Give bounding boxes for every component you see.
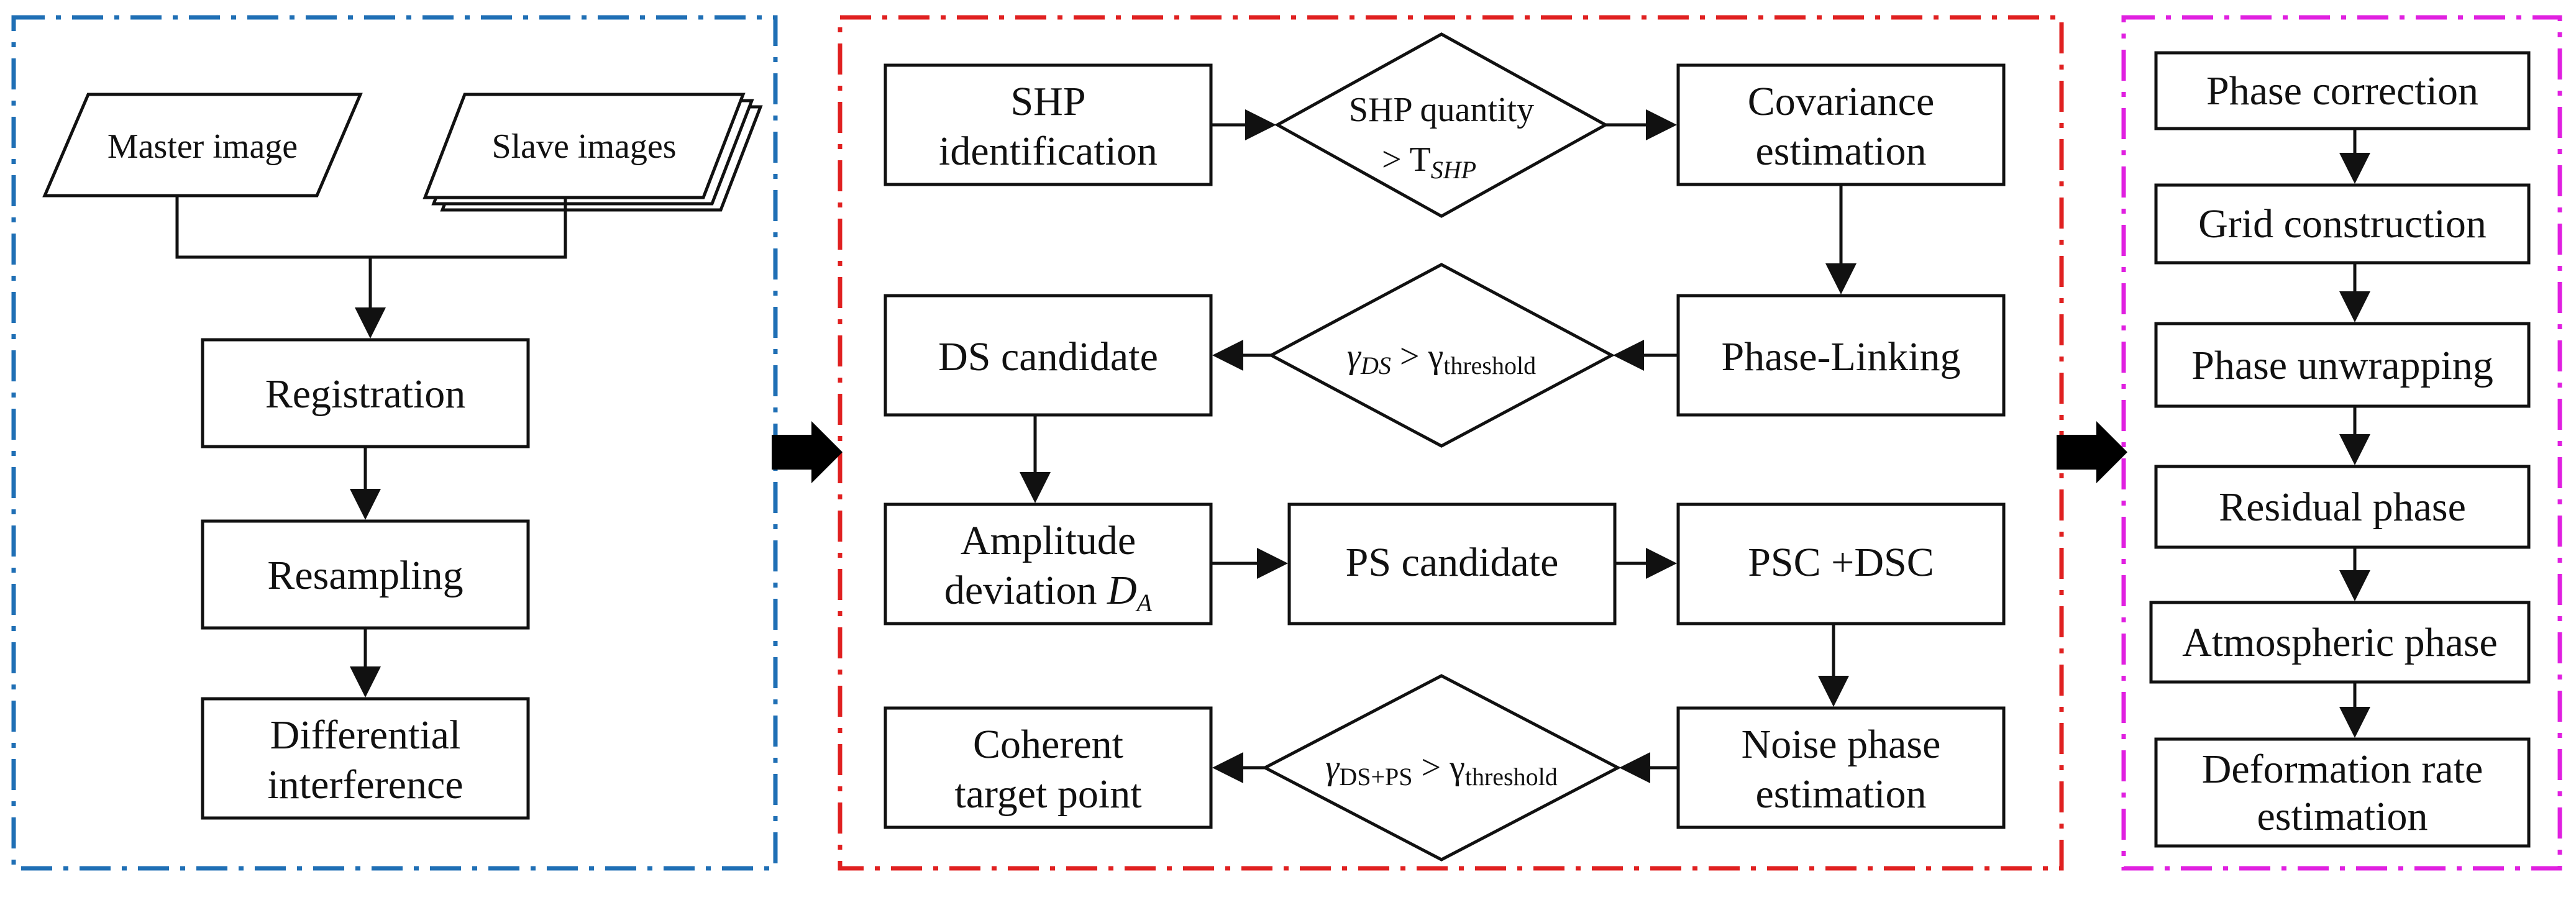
phase-linking-node: Phase-Linking bbox=[1676, 294, 2006, 417]
shp-quantity-decision: SHP quantity > TSHP bbox=[1274, 32, 1609, 218]
master-image-label: Master image bbox=[107, 127, 298, 166]
atmospheric-phase-label: Atmospheric phase bbox=[2182, 620, 2498, 665]
grid-construction-node: Grid construction bbox=[2154, 183, 2531, 265]
deformation-label-line1: Deformation rate bbox=[2202, 747, 2483, 792]
covariance-estimation-node: Covariance estimation bbox=[1676, 63, 2006, 186]
differential-label-line1: Differential bbox=[270, 712, 461, 758]
differential-interference-node: Differential interference bbox=[201, 697, 530, 820]
shp-condition-line2: > TSHP bbox=[1382, 140, 1476, 184]
shp-label-line1: SHP bbox=[1010, 79, 1085, 124]
master-image-node: Master image bbox=[42, 93, 363, 198]
differential-label-line2: interference bbox=[267, 762, 463, 807]
atmospheric-phase-node: Atmospheric phase bbox=[2149, 601, 2531, 684]
amplitude-sub: A bbox=[1135, 589, 1153, 617]
resampling-node: Resampling bbox=[201, 519, 530, 630]
phase-unwrapping-label: Phase unwrapping bbox=[2191, 343, 2493, 388]
noise-phase-estimation-node: Noise phase estimation bbox=[1676, 706, 2006, 829]
registration-node: Registration bbox=[201, 338, 530, 448]
ps-candidate-node: PS candidate bbox=[1287, 502, 1617, 625]
ds-cond-thr: threshold bbox=[1443, 352, 1536, 380]
noise-label-line2: estimation bbox=[1756, 771, 1927, 817]
block-arrow-2 bbox=[2057, 421, 2127, 483]
block-arrow-1 bbox=[772, 421, 843, 483]
residual-phase-node: Residual phase bbox=[2154, 465, 2531, 549]
coherent-target-point-node: Coherent target point bbox=[884, 706, 1213, 829]
shp-condition-line1: SHP quantity bbox=[1349, 91, 1534, 129]
registration-label: Registration bbox=[265, 371, 466, 417]
covariance-label-line2: estimation bbox=[1756, 129, 1927, 174]
panel-processing-frame bbox=[2121, 15, 2562, 871]
amplitude-deviation-word: deviation bbox=[944, 568, 1107, 613]
covariance-label-line1: Covariance bbox=[1748, 79, 1935, 124]
noise-label-line1: Noise phase bbox=[1742, 722, 1941, 767]
ds-cond-gt: > γ bbox=[1391, 337, 1443, 376]
coh-cond-gt: > γ bbox=[1413, 748, 1465, 787]
phase-correction-label: Phase correction bbox=[2206, 68, 2478, 114]
amplitude-deviation-node: Amplitude deviation DA bbox=[884, 502, 1213, 625]
ds-threshold-decision: γDS > γthreshold bbox=[1267, 263, 1615, 448]
coherence-condition-text: γDS+PS > γthreshold bbox=[1325, 748, 1557, 791]
psc-dsc-node: PSC +DSC bbox=[1676, 502, 2006, 625]
coh-cond-thr: threshold bbox=[1465, 763, 1558, 791]
phase-linking-label: Phase-Linking bbox=[1722, 334, 1961, 380]
amplitude-var: D bbox=[1107, 568, 1137, 613]
ds-cond-gamma: γ bbox=[1347, 337, 1362, 376]
coherent-label-line2: target point bbox=[954, 771, 1141, 817]
slave-images-node: Slave images bbox=[422, 93, 763, 212]
residual-phase-label: Residual phase bbox=[2219, 484, 2466, 530]
ps-candidate-label: PS candidate bbox=[1346, 540, 1559, 585]
shp-condition-sub: SHP bbox=[1431, 156, 1476, 184]
grid-construction-label: Grid construction bbox=[2198, 201, 2487, 247]
deformation-label-line2: estimation bbox=[2257, 794, 2428, 839]
phase-unwrapping-node: Phase unwrapping bbox=[2154, 322, 2531, 408]
resampling-label: Resampling bbox=[267, 553, 463, 598]
shp-identification-node: SHP identification bbox=[884, 63, 1213, 186]
deformation-rate-node: Deformation rate estimation bbox=[2154, 737, 2531, 848]
ds-cond-sub: DS bbox=[1360, 352, 1391, 380]
psc-dsc-label: PSC +DSC bbox=[1748, 540, 1934, 585]
slave-images-label: Slave images bbox=[491, 127, 676, 166]
coh-cond-gamma: γ bbox=[1325, 748, 1340, 787]
ds-condition-text: γDS > γthreshold bbox=[1347, 337, 1536, 380]
amplitude-label-line1: Amplitude bbox=[961, 518, 1136, 563]
coherent-label-line1: Coherent bbox=[973, 722, 1123, 767]
ds-candidate-label: DS candidate bbox=[938, 334, 1158, 380]
amplitude-label-line2: deviation DA bbox=[944, 568, 1153, 617]
shp-label-line2: identification bbox=[939, 129, 1158, 174]
phase-correction-node: Phase correction bbox=[2154, 51, 2531, 130]
ds-candidate-node: DS candidate bbox=[884, 294, 1213, 417]
coh-cond-sub: DS+PS bbox=[1339, 763, 1412, 791]
coherence-threshold-decision: γDS+PS > γthreshold bbox=[1261, 674, 1622, 861]
shp-condition-gt: > T bbox=[1382, 140, 1431, 179]
